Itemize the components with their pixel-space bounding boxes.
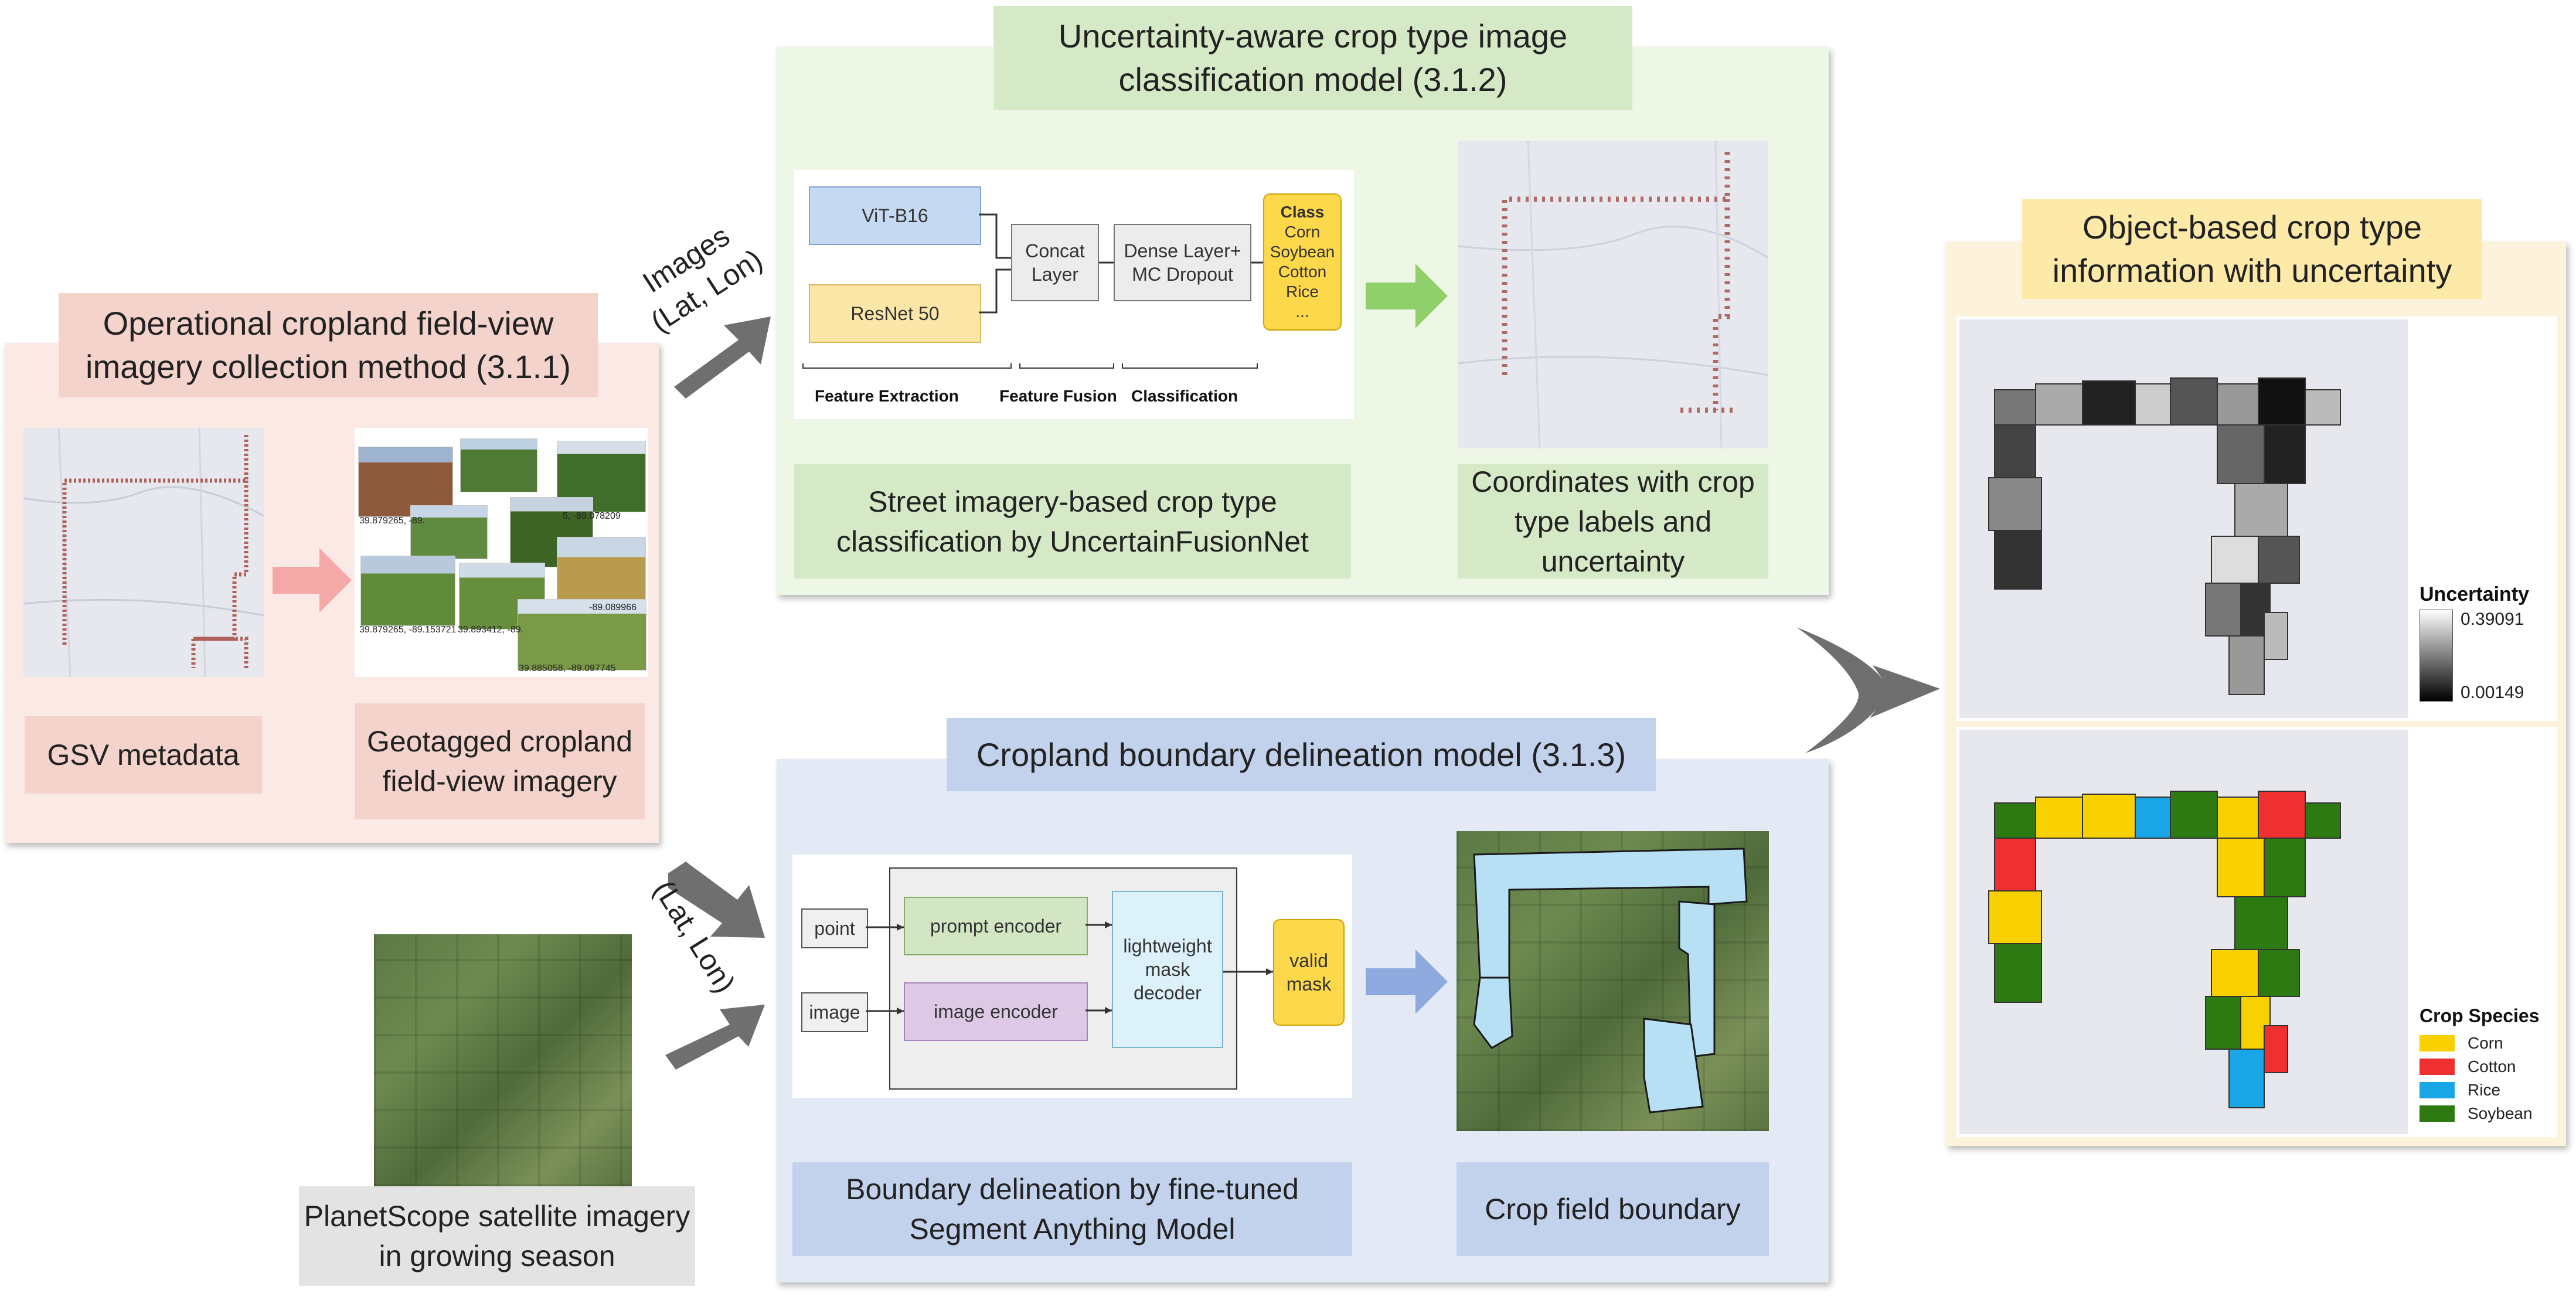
class-heading: Class [1280, 203, 1325, 221]
merge-arrow-icon [1796, 627, 1940, 753]
pink-arrow-icon [273, 548, 352, 612]
crop-species-map [1959, 730, 2408, 1134]
image-input: image [801, 992, 868, 1032]
species-name: Soybean [2468, 1104, 2533, 1122]
geotagged-photo-collage: 39.879265, -89. 39.879265, -89.153721 39… [355, 428, 648, 677]
classification-method-label: Street imagery-based crop type classific… [794, 464, 1351, 578]
classification-output-label: Coordinates with crop type labels and un… [1458, 464, 1768, 578]
field-boundary-map [1457, 831, 1769, 1131]
dense-layer-block: Dense Layer+ MC Dropout [1114, 224, 1251, 301]
gsv-metadata-map [23, 428, 264, 677]
species-swatch-corn [2420, 1035, 2455, 1051]
stage-feature-extraction: Feature Extraction [815, 387, 959, 405]
result-title: Object-based crop type information with … [2022, 199, 2482, 299]
mask-decoder-block: lightweight mask decoder [1112, 891, 1223, 1048]
species-name: Rice [2468, 1081, 2501, 1099]
species-swatch-cotton [2420, 1059, 2455, 1075]
gsv-metadata-label: GSV metadata [25, 716, 262, 794]
species-swatch-soybean [2420, 1105, 2455, 1122]
planetscope-satellite-image [374, 934, 632, 1186]
species-name: Corn [2468, 1034, 2503, 1052]
species-name: Cotton [2468, 1057, 2516, 1076]
stage-classification: Classification [1131, 387, 1238, 405]
photo-caption: -89.089966 [589, 603, 637, 612]
point-input: point [801, 908, 868, 948]
vit-block: ViT-B16 [809, 186, 981, 245]
photo-caption: 39.879265, -89. [359, 516, 426, 526]
valid-mask-block: valid mask [1273, 919, 1345, 1026]
boundary-output-label: Crop field boundary [1457, 1162, 1769, 1256]
prompt-encoder-block: prompt encoder [904, 897, 1088, 955]
photo-caption: 39.879265, -89.153721 [359, 625, 457, 635]
class-item: Rice [1285, 283, 1319, 301]
planetscope-label: PlanetScope satellite imagery in growing… [299, 1186, 695, 1286]
crop-species-map-frame: Crop Species Corn Cotton Rice Soybean [1956, 727, 2557, 1137]
collection-title: Operational cropland field-view imagery … [59, 293, 598, 397]
classification-title: Uncertainty-aware crop type image classi… [993, 6, 1632, 110]
images-arrow-icon [674, 317, 771, 399]
class-output-block: Class Corn Soybean Cotton Rice ... [1263, 193, 1342, 331]
uncertainty-max: 0.39091 [2461, 610, 2524, 629]
labeled-points-map [1458, 141, 1768, 448]
sam-diagram: point image prompt encoder image encoder… [792, 855, 1352, 1098]
class-item: Cotton [1278, 263, 1327, 281]
boundary-method-label: Boundary delineation by fine-tuned Segme… [792, 1162, 1352, 1256]
uncertainty-legend-title: Uncertainty [2420, 583, 2530, 605]
photo-caption: 5, -89.078209 [563, 511, 621, 521]
boundary-arrow-upper-icon [668, 862, 765, 938]
fusionnet-diagram: ViT-B16 ResNet 50 Concat Layer Dense Lay… [794, 170, 1354, 419]
stage-feature-fusion: Feature Fusion [999, 387, 1117, 405]
photo-caption: 39.885058, -89.097745 [519, 663, 616, 673]
class-item: Soybean [1270, 243, 1335, 261]
boundary-arrow-lower-icon [665, 1005, 765, 1070]
resnet-block: ResNet 50 [809, 284, 981, 343]
uncertainty-colorbar [2420, 610, 2453, 702]
photo-caption: 39.893412, -89. [458, 625, 524, 635]
blue-arrow-icon [1366, 950, 1448, 1014]
uncertainty-min: 0.00149 [2461, 683, 2524, 702]
green-arrow-icon [1366, 264, 1448, 328]
uncertainty-map-frame: Uncertainty 0.39091 0.00149 [1956, 317, 2557, 721]
class-item: ... [1295, 302, 1309, 321]
boundary-title: Cropland boundary delineation model (3.1… [947, 718, 1656, 791]
concat-layer-block: Concat Layer [1011, 224, 1099, 301]
species-legend-title: Crop Species [2420, 1005, 2540, 1026]
class-item: Corn [1284, 223, 1321, 241]
geotagged-imagery-label: Geotagged cropland field-view imagery [355, 703, 645, 819]
species-swatch-rice [2420, 1082, 2455, 1098]
uncertainty-map [1959, 319, 2408, 718]
image-encoder-block: image encoder [904, 982, 1088, 1041]
